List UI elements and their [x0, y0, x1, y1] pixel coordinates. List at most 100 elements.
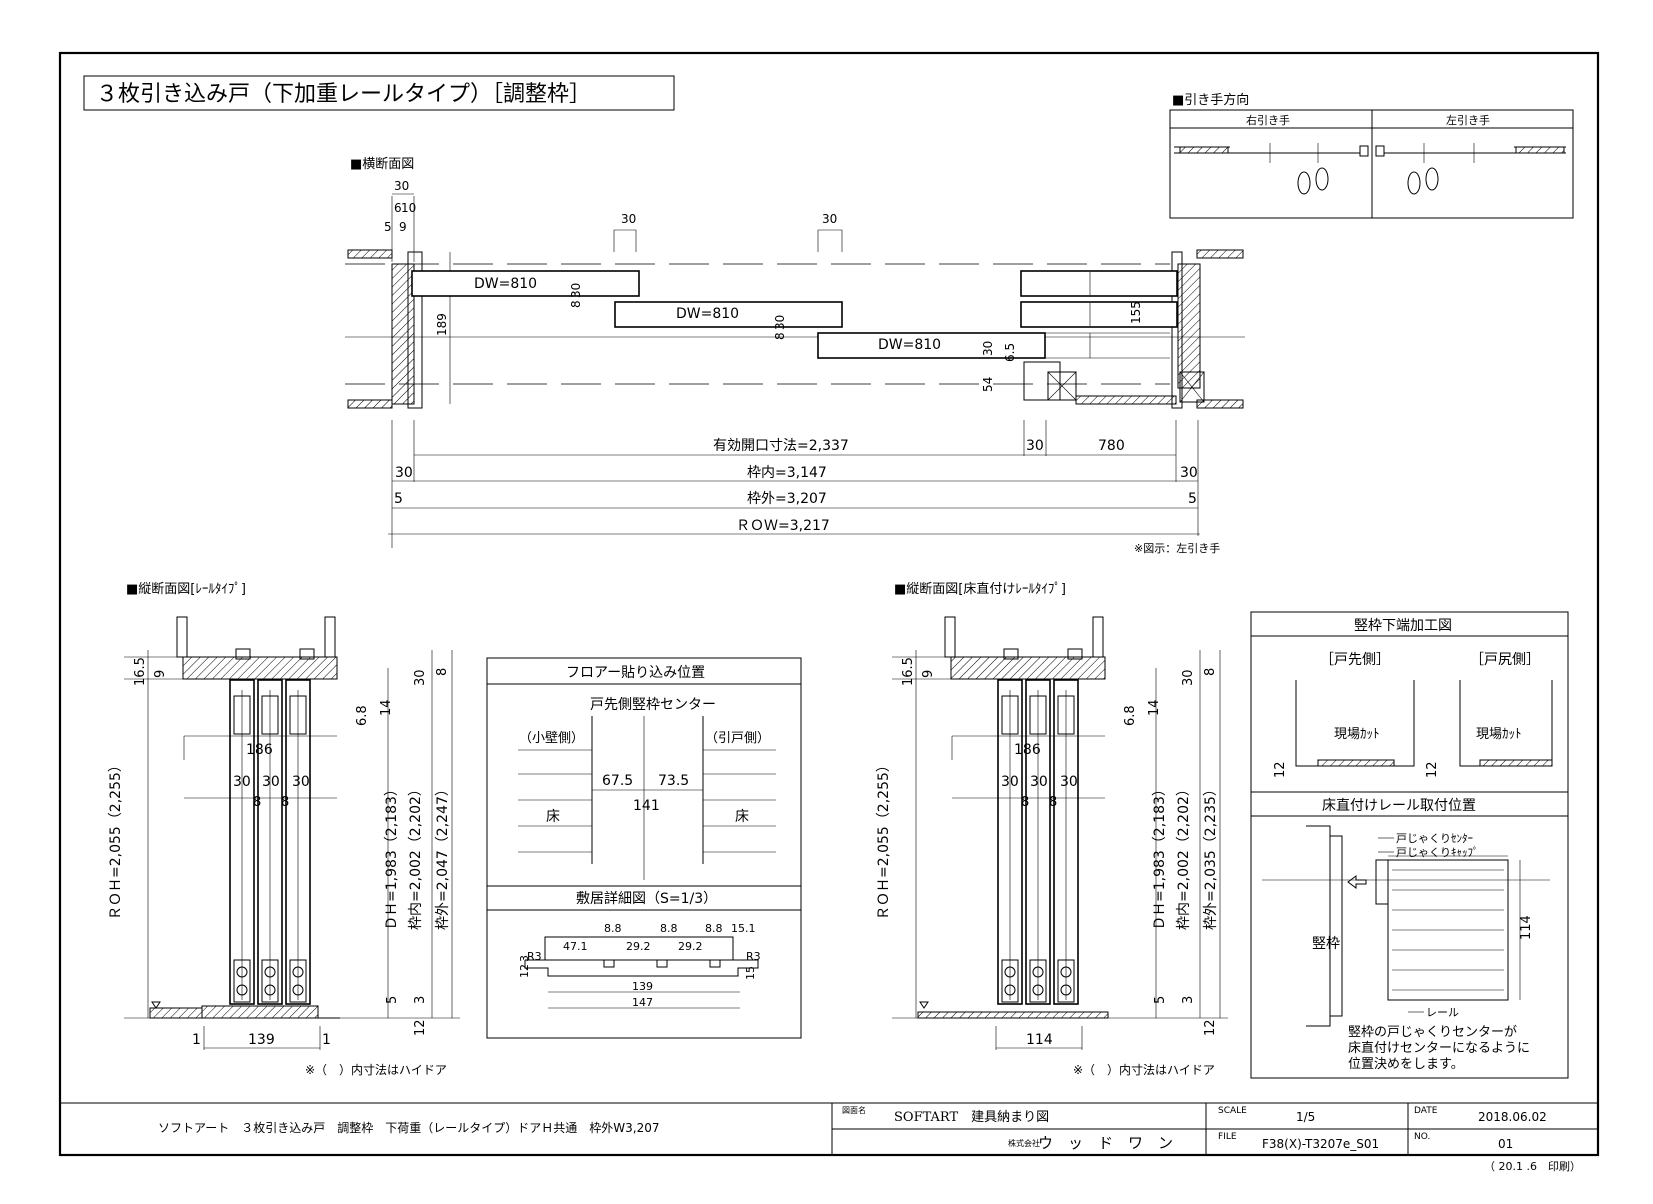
- plan-heading: ■横断面図: [350, 157, 414, 172]
- page-title: ３枚引き込み戸（下加重レールタイプ）［調整枠］: [96, 82, 591, 107]
- svg-text:8: 8: [773, 332, 787, 340]
- frame-box-heading: 竪枠下端加工図: [1354, 618, 1452, 634]
- svg-text:位置決めをします。: 位置決めをします。: [1348, 1057, 1464, 1072]
- svg-text:54: 54: [981, 377, 995, 392]
- svg-text:床直付けセンターになるように: 床直付けセンターになるように: [1348, 1041, 1530, 1056]
- frame-inner-dim: 枠内=3,147: [747, 465, 827, 481]
- svg-text:8: 8: [435, 668, 450, 676]
- section-floor-note: ※（ ）内寸法はハイドア: [1073, 1063, 1215, 1077]
- left-pull-label: 左引き手: [1446, 113, 1490, 127]
- section-floor: ■縦断面図[床直付けﾚｰﾙﾀｲﾌﾟ]: [876, 582, 1228, 1077]
- svg-text:30: 30: [1060, 774, 1078, 790]
- svg-text:NO.: NO.: [1414, 1132, 1430, 1142]
- svg-text:30: 30: [981, 341, 995, 356]
- svg-text:戸先側竪枠センター: 戸先側竪枠センター: [590, 697, 716, 713]
- svg-text:R3: R3: [527, 950, 542, 963]
- svg-text:155: 155: [1129, 301, 1143, 324]
- svg-text:戸じゃくりｾﾝﾀｰ: 戸じゃくりｾﾝﾀｰ: [1396, 832, 1473, 845]
- svg-text:114: 114: [1519, 915, 1534, 940]
- svg-text:189: 189: [435, 313, 449, 336]
- dh-dim-floor: ＤＨ=1,983（2,183）: [1152, 782, 1168, 930]
- svg-text:30: 30: [1026, 438, 1044, 454]
- svg-text:6: 6: [394, 201, 402, 215]
- svg-text:73.5: 73.5: [658, 773, 689, 789]
- svg-text:10: 10: [401, 201, 416, 215]
- footprint-icon: [1297, 171, 1311, 195]
- scale-value: 1/5: [1296, 1110, 1315, 1124]
- svg-text:30: 30: [413, 669, 428, 686]
- svg-text:8.8: 8.8: [660, 922, 678, 935]
- title-frame: [83, 75, 675, 111]
- roh-dim: ＲＯＨ=2,055（2,255）: [108, 758, 124, 920]
- svg-text:FILE: FILE: [1218, 1132, 1237, 1142]
- svg-text:30: 30: [1001, 774, 1019, 790]
- svg-text:8: 8: [281, 795, 289, 810]
- svg-text:株式会社: 株式会社: [1008, 1138, 1040, 1148]
- door-label-3: DW=810: [878, 337, 941, 353]
- svg-text:竪枠の戸じゃくりセンターが: 竪枠の戸じゃくりセンターが: [1348, 1025, 1517, 1040]
- svg-text:5: 5: [384, 220, 392, 234]
- svg-text:6.8: 6.8: [1123, 705, 1138, 726]
- svg-text:67.5: 67.5: [602, 773, 633, 789]
- svg-text:30: 30: [395, 465, 413, 481]
- svg-text:29.2: 29.2: [626, 940, 651, 953]
- arrow-left-icon: [1347, 875, 1367, 889]
- drawing-name: SOFTART 建具納まり図: [894, 1110, 1049, 1125]
- svg-text:1: 1: [322, 1032, 331, 1048]
- plan-note: ※図示：左引き手: [1134, 541, 1220, 555]
- svg-text:8: 8: [569, 300, 583, 308]
- svg-text:30: 30: [1030, 774, 1048, 790]
- sill-heading: 敷居詳細図（S=1/3）: [576, 891, 717, 907]
- svg-text:床: 床: [546, 809, 560, 825]
- svg-text:30: 30: [1180, 465, 1198, 481]
- svg-text:141: 141: [633, 798, 660, 814]
- company-name: ウ ッ ド ワ ン: [1038, 1134, 1173, 1152]
- svg-text:15: 15: [744, 966, 757, 980]
- svg-text:竪枠: 竪枠: [1312, 936, 1340, 952]
- file-value: F38(X)-T3207e_S01: [1262, 1137, 1379, 1151]
- title-block: ソフトアート ３枚引き込み戸 調整枠 下荷重（レールタイプ）ドアＨ共通 枠外W3…: [60, 1102, 1598, 1173]
- svg-text:30: 30: [292, 774, 310, 790]
- door-label-1: DW=810: [474, 276, 537, 292]
- footprint-icon: [1407, 171, 1421, 195]
- svg-text:12: 12: [1203, 1019, 1218, 1036]
- svg-text:147: 147: [632, 996, 653, 1009]
- svg-text:図面名: 図面名: [842, 1105, 866, 1115]
- svg-text:現場ｶｯﾄ: 現場ｶｯﾄ: [1334, 727, 1380, 742]
- svg-text:114: 114: [1026, 1032, 1053, 1048]
- svg-text:30: 30: [394, 179, 409, 193]
- svg-text:12: 12: [1425, 761, 1440, 778]
- sheet-border: [58, 51, 1600, 1157]
- svg-text:5: 5: [1153, 996, 1168, 1004]
- svg-text:14: 14: [1147, 699, 1162, 716]
- door-panel-1: [411, 270, 640, 297]
- door-panel-3: [817, 332, 1046, 359]
- effective-opening-dim: 有効開口寸法=2,337: [713, 438, 849, 454]
- svg-text:29.2: 29.2: [678, 940, 703, 953]
- svg-text:1: 1: [192, 1032, 201, 1048]
- svg-text:3: 3: [518, 955, 531, 962]
- plan-view: ■横断面図 30 6 10 5 9 30 30 D: [345, 157, 1245, 555]
- svg-text:R3: R3: [746, 950, 761, 963]
- rail-position-heading: 床直付けレール取付位置: [1322, 797, 1476, 814]
- svg-text:186: 186: [246, 742, 273, 758]
- section-rail-note: ※（ ）内寸法はハイドア: [305, 1063, 447, 1077]
- svg-text:戸じゃくりｷｬｯﾌﾟ: 戸じゃくりｷｬｯﾌﾟ: [1396, 846, 1479, 859]
- svg-text:8: 8: [1021, 795, 1029, 810]
- svg-text:SCALE: SCALE: [1218, 1106, 1247, 1116]
- frame-processing-box: 竪枠下端加工図 ［戸先側］ ［戸尻側］ 現場ｶｯﾄ 現場ｶｯﾄ 12 12 床直…: [1250, 611, 1569, 1079]
- svg-text:139: 139: [632, 980, 653, 993]
- svg-text:DATE: DATE: [1414, 1106, 1438, 1116]
- svg-text:9: 9: [921, 670, 936, 678]
- title-block-description: ソフトアート ３枚引き込み戸 調整枠 下荷重（レールタイプ）ドアＨ共通 枠外W3…: [158, 1120, 660, 1135]
- row-dim: ＲＯＷ=3,217: [736, 518, 830, 534]
- svg-text:139: 139: [248, 1032, 275, 1048]
- svg-text:8: 8: [253, 795, 261, 810]
- svg-text:8.8: 8.8: [604, 922, 622, 935]
- svg-text:30: 30: [233, 774, 251, 790]
- svg-text:現場ｶｯﾄ: 現場ｶｯﾄ: [1476, 727, 1522, 742]
- section-rail-heading: ■縦断面図[ﾚｰﾙﾀｲﾌﾟ]: [126, 582, 246, 597]
- svg-text:［戸先側］: ［戸先側］: [1320, 652, 1390, 668]
- svg-text:床: 床: [735, 809, 749, 825]
